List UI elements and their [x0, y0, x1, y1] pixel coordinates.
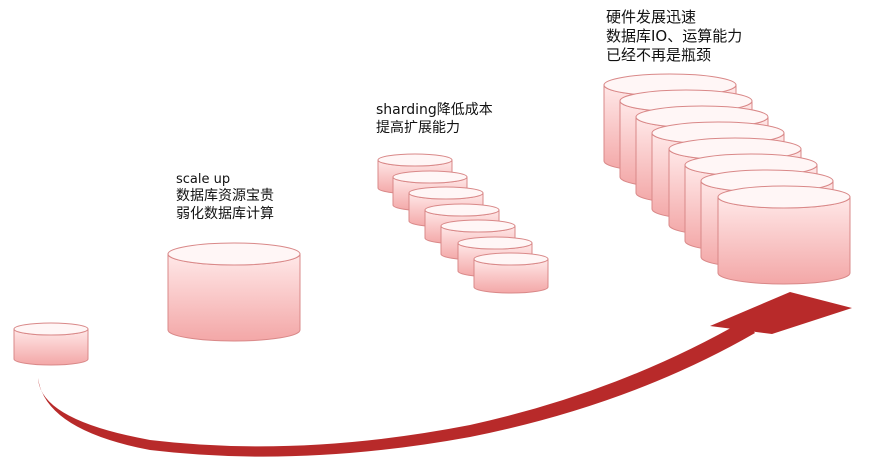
database-cylinder-icon — [473, 252, 549, 294]
cylinder-body — [717, 196, 851, 285]
arrow-head — [710, 292, 852, 334]
cylinder-top — [717, 185, 851, 209]
cylinder-top — [167, 242, 301, 266]
curved-arrow-icon — [38, 292, 852, 457]
cylinder-top — [440, 219, 516, 233]
caption-scale-up: scale up 数据库资源宝贵 弱化数据库计算 — [176, 172, 274, 223]
database-cylinder-icon — [717, 185, 851, 285]
caption-sharding-line1: sharding降低成本 — [376, 102, 493, 118]
caption-hardware-line3: 已经不再是瓶颈 — [606, 45, 712, 64]
cylinder-top — [392, 170, 468, 184]
caption-sharding-line2: 提高扩展能力 — [376, 119, 460, 136]
cylinder-top — [13, 322, 89, 336]
caption-hardware-line1: 硬件发展迅速 — [606, 8, 697, 26]
cylinder-body — [167, 253, 301, 342]
cylinder-top — [457, 236, 533, 250]
cylinder-top — [424, 203, 500, 217]
database-cylinders — [13, 73, 851, 366]
database-cylinder-icon — [167, 242, 301, 342]
cylinder-top — [473, 252, 549, 266]
caption-scale-up-line2: 数据库资源宝贵 — [176, 188, 274, 205]
database-cylinder-icon — [13, 322, 89, 366]
caption-scale-up-line3: 弱化数据库计算 — [176, 205, 274, 222]
caption-scale-up-line1: scale up — [176, 172, 231, 187]
cylinder-top — [377, 153, 453, 167]
caption-hardware: 硬件发展迅速 数据库IO、运算能力 已经不再是瓶颈 — [606, 8, 742, 64]
cylinder-top — [408, 186, 484, 200]
caption-sharding: sharding降低成本 提高扩展能力 — [376, 102, 493, 137]
caption-hardware-line2: 数据库IO、运算能力 — [606, 26, 743, 45]
arrow-body — [38, 320, 755, 457]
